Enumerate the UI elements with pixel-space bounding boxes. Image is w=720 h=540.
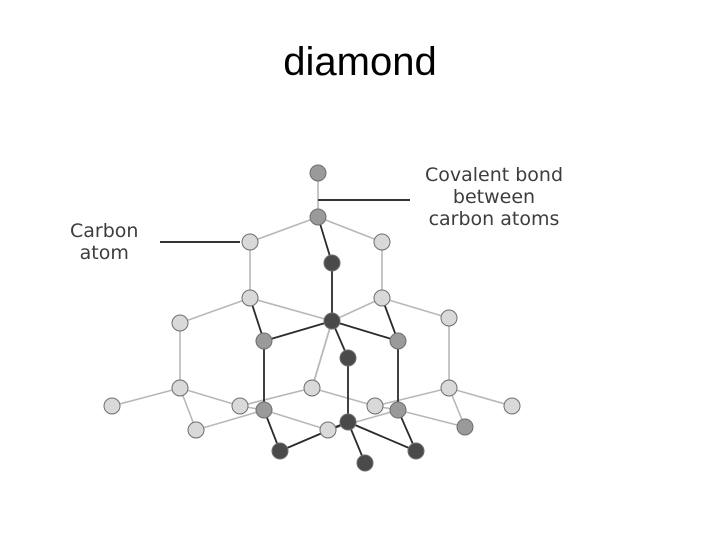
carbon-atom-node [255, 332, 273, 350]
bond-line [179, 297, 251, 324]
bond-line [111, 387, 181, 407]
bond-line [263, 320, 333, 342]
carbon-atom-node [389, 401, 407, 419]
carbon-atom-node [241, 289, 259, 307]
bond-line [397, 409, 466, 428]
bond-line [195, 409, 265, 431]
carbon-atom-node [319, 421, 337, 439]
carbon-atom-node [303, 379, 321, 397]
carbon-atom-node [241, 233, 259, 251]
covalent-bond-label-line-3: carbon atoms [428, 208, 560, 230]
page-title: diamond [283, 40, 437, 84]
carbon-atom-node [339, 349, 357, 367]
carbon-atom-node [440, 379, 458, 397]
bond-line [249, 216, 319, 243]
bond-line [311, 387, 376, 407]
carbon-atom-node [171, 379, 189, 397]
label-pointer-lines [160, 199, 410, 243]
bond-line [347, 421, 417, 452]
bond-line [249, 297, 333, 322]
carbon-atom-node [373, 233, 391, 251]
bond-line [448, 387, 513, 407]
bond-line [239, 387, 313, 407]
carbon-atom-node [231, 397, 249, 415]
bond-line [263, 409, 329, 431]
carbon-atom-node [440, 309, 458, 327]
bond-line [327, 409, 399, 431]
carbon-atom-node [103, 397, 121, 415]
carbon-atoms-group [103, 164, 521, 472]
carbon-atom-node [187, 421, 205, 439]
carbon-atom-node [356, 454, 374, 472]
bond-line [331, 320, 399, 342]
carbon-atom-label-line-1: Carbon [70, 220, 139, 242]
carbon-atom-node [456, 418, 474, 436]
carbon-atom-node [323, 312, 341, 330]
bonds-light-group [111, 173, 513, 431]
carbon-atom-node [389, 332, 407, 350]
covalent-bond-label-line-1: Covalent bond [424, 164, 564, 186]
carbon-atom-node [373, 289, 391, 307]
bond-line [311, 320, 333, 389]
bond-line [381, 297, 450, 319]
covalent-bond-label: Covalent bond between carbon atoms [410, 164, 578, 230]
carbon-atom-node [255, 401, 273, 419]
bond-line [374, 387, 450, 407]
covalent-bond-label-line-2: between [452, 186, 536, 208]
carbon-atom-node [407, 442, 425, 460]
carbon-atom-node [271, 442, 289, 460]
bond-line [317, 216, 383, 243]
bond-line [179, 387, 241, 407]
carbon-atom-node [323, 254, 341, 272]
carbon-atom-label: Carbon atom [70, 220, 138, 264]
carbon-atom-node [366, 397, 384, 415]
carbon-atom-node [171, 314, 189, 332]
carbon-atom-node [309, 208, 327, 226]
carbon-atom-node [503, 397, 521, 415]
carbon-atom-label-line-2: atom [79, 242, 129, 264]
carbon-atom-node [339, 413, 357, 431]
carbon-atom-node [309, 164, 327, 182]
bond-line [331, 297, 383, 322]
